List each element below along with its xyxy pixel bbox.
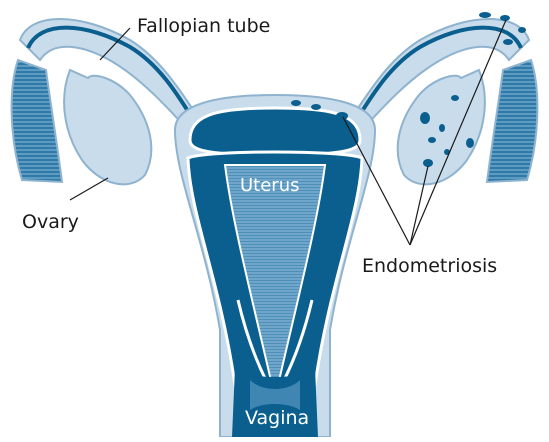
uterus-fundus	[190, 108, 360, 155]
label-uterus: Uterus	[240, 175, 300, 196]
lesion	[439, 124, 445, 132]
left-ovary	[64, 70, 151, 184]
lesion	[311, 104, 321, 110]
lesion	[428, 137, 436, 143]
label-fallopian-tube: Fallopian tube	[137, 15, 270, 37]
lesion	[500, 15, 510, 21]
lesion	[518, 27, 526, 33]
label-vagina: Vagina	[245, 407, 309, 429]
lesion	[451, 95, 459, 101]
right-fimbriae	[487, 60, 537, 182]
lesion	[423, 159, 433, 167]
ovary-leader	[70, 178, 108, 200]
lesion	[208, 117, 220, 123]
label-endometriosis: Endometriosis	[362, 255, 497, 277]
lesion	[466, 138, 474, 148]
left-fimbriae	[12, 60, 62, 182]
label-ovary: Ovary	[22, 211, 79, 233]
lesion	[479, 12, 491, 18]
lesion	[503, 39, 513, 45]
lesion	[336, 112, 348, 120]
lesion	[420, 112, 430, 124]
lesion	[291, 100, 301, 106]
